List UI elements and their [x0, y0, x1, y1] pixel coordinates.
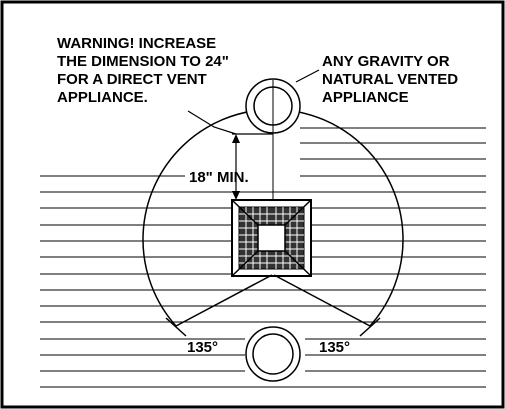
appliance-line-2: NATURAL VENTED — [322, 71, 458, 88]
appliance-leader — [295, 69, 320, 83]
radial-line-left — [175, 274, 273, 327]
appliance-line-3: APPLIANCE — [322, 89, 409, 106]
warning-line-2: THE DIMENSION TO 24" — [57, 53, 229, 70]
dimension-label: 18" MIN. — [189, 169, 249, 186]
siding-lines — [40, 127, 486, 388]
vent-cap — [231, 199, 312, 277]
warning-line-1: WARNING! INCREASE — [57, 35, 216, 52]
warning-line-3: FOR A DIRECT VENT — [57, 71, 207, 88]
appliance-line-1: ANY GRAVITY OR — [322, 53, 450, 70]
appliance-note: ANY GRAVITY OR NATURAL VENTED APPLIANCE — [322, 53, 458, 106]
tick-left — [165, 317, 187, 337]
dimension-arrow-up — [232, 134, 240, 143]
angle-label-left: 135° — [187, 339, 218, 356]
tick-right — [359, 317, 381, 337]
warning-note: WARNING! INCREASE THE DIMENSION TO 24" F… — [57, 35, 229, 106]
dimension-arrow-down — [232, 191, 240, 200]
bottom-vent-terminal-inner — [252, 333, 294, 375]
warning-line-4: APPLIANCE. — [57, 89, 148, 106]
label-mask — [185, 165, 282, 187]
angle-label-right: 135° — [319, 339, 350, 356]
warning-leader — [187, 110, 237, 135]
radial-line-right — [273, 274, 371, 327]
